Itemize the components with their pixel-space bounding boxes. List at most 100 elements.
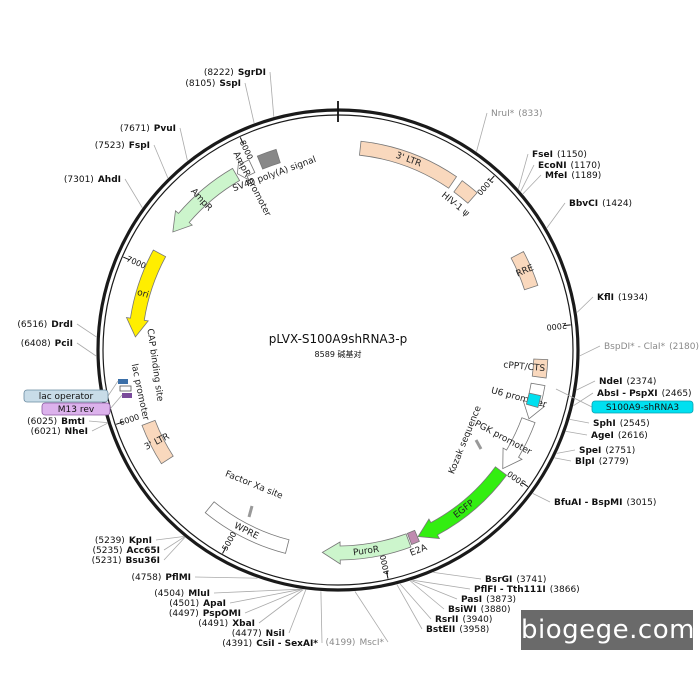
site-mlui: (4504) MluI: [154, 589, 210, 599]
site-xbai: (4491)XbaI: [198, 619, 255, 629]
site-pos-label: (3880): [481, 605, 511, 615]
site-agei: AgeI(2616): [591, 431, 648, 441]
feature-ampr: [172, 167, 241, 233]
tick-label-7000: 7000: [125, 254, 147, 270]
boxed-leader-m13-rev: [109, 394, 123, 410]
site-bmti: (6025)BmtI: [27, 417, 85, 427]
site-leader-rsrii: [399, 583, 432, 620]
site-acc65i: (5235)Acc65I: [93, 546, 160, 556]
site-leader-kfli: [576, 296, 594, 313]
site-pos-label: (6021): [31, 427, 61, 437]
site-leader-pflfi-tth111i: [412, 579, 471, 590]
site-leader-sspi: [244, 82, 255, 124]
site-name: BlpI: [575, 457, 595, 467]
site-leader-kpni: [155, 536, 184, 541]
site-bsteii: BstEII (3958): [426, 625, 489, 635]
site-sgrdi: (8222)SgrDI: [204, 68, 266, 78]
site-name: PciI: [55, 339, 73, 349]
restriction-site-labels: (8222)SgrDI(8105)SspI(7671)PvuI(7523)Fsp…: [17, 68, 699, 649]
site-pos-label: (3741): [516, 575, 546, 585]
feature-3-ltr: [359, 140, 458, 189]
site-name: ApaI: [203, 599, 226, 609]
watermark-background: [521, 610, 693, 650]
site-name: SphI: [593, 419, 616, 429]
feature-rre: [510, 250, 539, 291]
site-name: MfeI: [545, 171, 567, 181]
tick-mark-2000: [563, 324, 571, 327]
site-name: MscI*: [359, 638, 384, 648]
site-bfuai-bspmi: BfuAI - BspMI(3015): [554, 498, 656, 508]
site-pos-label: (4501): [169, 599, 199, 609]
tick-mark-8000: [239, 137, 244, 144]
site-fspi: (7523) FspI: [95, 141, 150, 151]
site-leader-bfuai-bspmi: [532, 493, 551, 503]
site-name: SspI: [219, 79, 241, 89]
inner-label-lac-promoter: lac promoter: [129, 363, 151, 422]
site-name: MluI: [188, 589, 210, 599]
site-leader-pspomi: [244, 588, 303, 614]
site-pos-label: (2751): [605, 446, 635, 456]
site-name: BspDI* - ClaI*: [604, 342, 666, 352]
site-nhei: (6021) NheI: [31, 427, 88, 437]
site-leader-bsiwi: [410, 580, 445, 610]
feature-label-ori: ori: [136, 288, 150, 301]
site-ndei: NdeI(2374): [599, 377, 656, 387]
feature-3-ltr-2: [141, 419, 174, 465]
site-leader-pflmi: [194, 576, 258, 579]
inner-label-cap-binding-site: CAP binding site: [144, 328, 164, 403]
site-pos-label: (1189): [571, 171, 601, 181]
site-pasi: PasI(3873): [461, 595, 516, 605]
site-name: BstEII: [426, 625, 455, 635]
site-name: NheI: [65, 427, 88, 437]
feature-hiv-1: [453, 180, 478, 204]
boxed-label-s100a9-shrna3: S100A9-shRNA3: [606, 403, 679, 413]
site-pos-label: (3958): [459, 625, 489, 635]
site-drdi: (6516)DrdI: [17, 320, 73, 330]
site-kfli: KflI(1934): [597, 293, 648, 303]
tick-label-1000: 1000: [475, 176, 495, 197]
site-pos-label: (2779): [599, 457, 629, 467]
site-leader-bbvci: [546, 202, 566, 229]
site-rsrii: RsrII(3940): [435, 615, 492, 625]
site-pos-label: (2374): [626, 377, 656, 387]
tick-label-2000: 2000: [546, 321, 567, 332]
site-leader-nhei: [91, 422, 108, 432]
site-pos-label: (2545): [620, 419, 650, 429]
site-pos-label: (1170): [571, 161, 601, 171]
site-name: NruI*: [491, 109, 515, 119]
tick-mark-7000: [123, 256, 130, 261]
watermark-text: biogege.com: [521, 615, 695, 645]
feature-egfp: [417, 466, 508, 539]
site-name: BsiWI: [448, 605, 477, 615]
site-leader-msci: [354, 591, 389, 643]
site-csii-sexai: (4391)CsiI - SexAI*: [222, 639, 318, 649]
site-name: FspI: [129, 141, 150, 151]
site-leader-nsii: [288, 589, 307, 634]
boxed-label-bg-s100a9-shrna3: [591, 400, 694, 414]
site-pos-label: (4504): [154, 589, 184, 599]
site-bsu36i: (5231)Bsu36I: [92, 556, 160, 566]
boxed-label-bg-m13-rev: [41, 402, 111, 416]
site-leader-blpi: [554, 457, 572, 462]
tick-label-3000: 3000: [506, 469, 528, 488]
site-leader-bspdi-clai: [579, 345, 601, 357]
site-name: BsrGI: [485, 575, 512, 585]
site-pos-label: (4497): [169, 609, 199, 619]
site-pos-label: (5235): [93, 546, 123, 556]
tick-mark-3000: [521, 482, 529, 488]
boxed-label-m13-rev: M13 rev: [58, 405, 95, 415]
site-leader-apai: [229, 588, 302, 604]
boxed-leader-s100a9-shrna3: [555, 388, 593, 408]
site-name: PflMI: [165, 573, 191, 583]
site-pos-label: (7523): [95, 141, 125, 151]
site-pvui: (7671)PvuI: [120, 124, 176, 134]
site-name: AbsI - PspXI: [597, 389, 658, 399]
site-econi: EcoNI(1170): [538, 161, 600, 171]
site-leader-absi-pspxi: [573, 392, 594, 407]
site-pos-label: (5239): [95, 536, 125, 546]
m13-marker: [122, 393, 132, 398]
site-sphi: SphI (2545): [593, 419, 650, 429]
site-name: KflI: [597, 293, 614, 303]
feature-cppt-cts: [531, 358, 549, 379]
feature-sv40-poly-a-signal: [256, 148, 281, 170]
